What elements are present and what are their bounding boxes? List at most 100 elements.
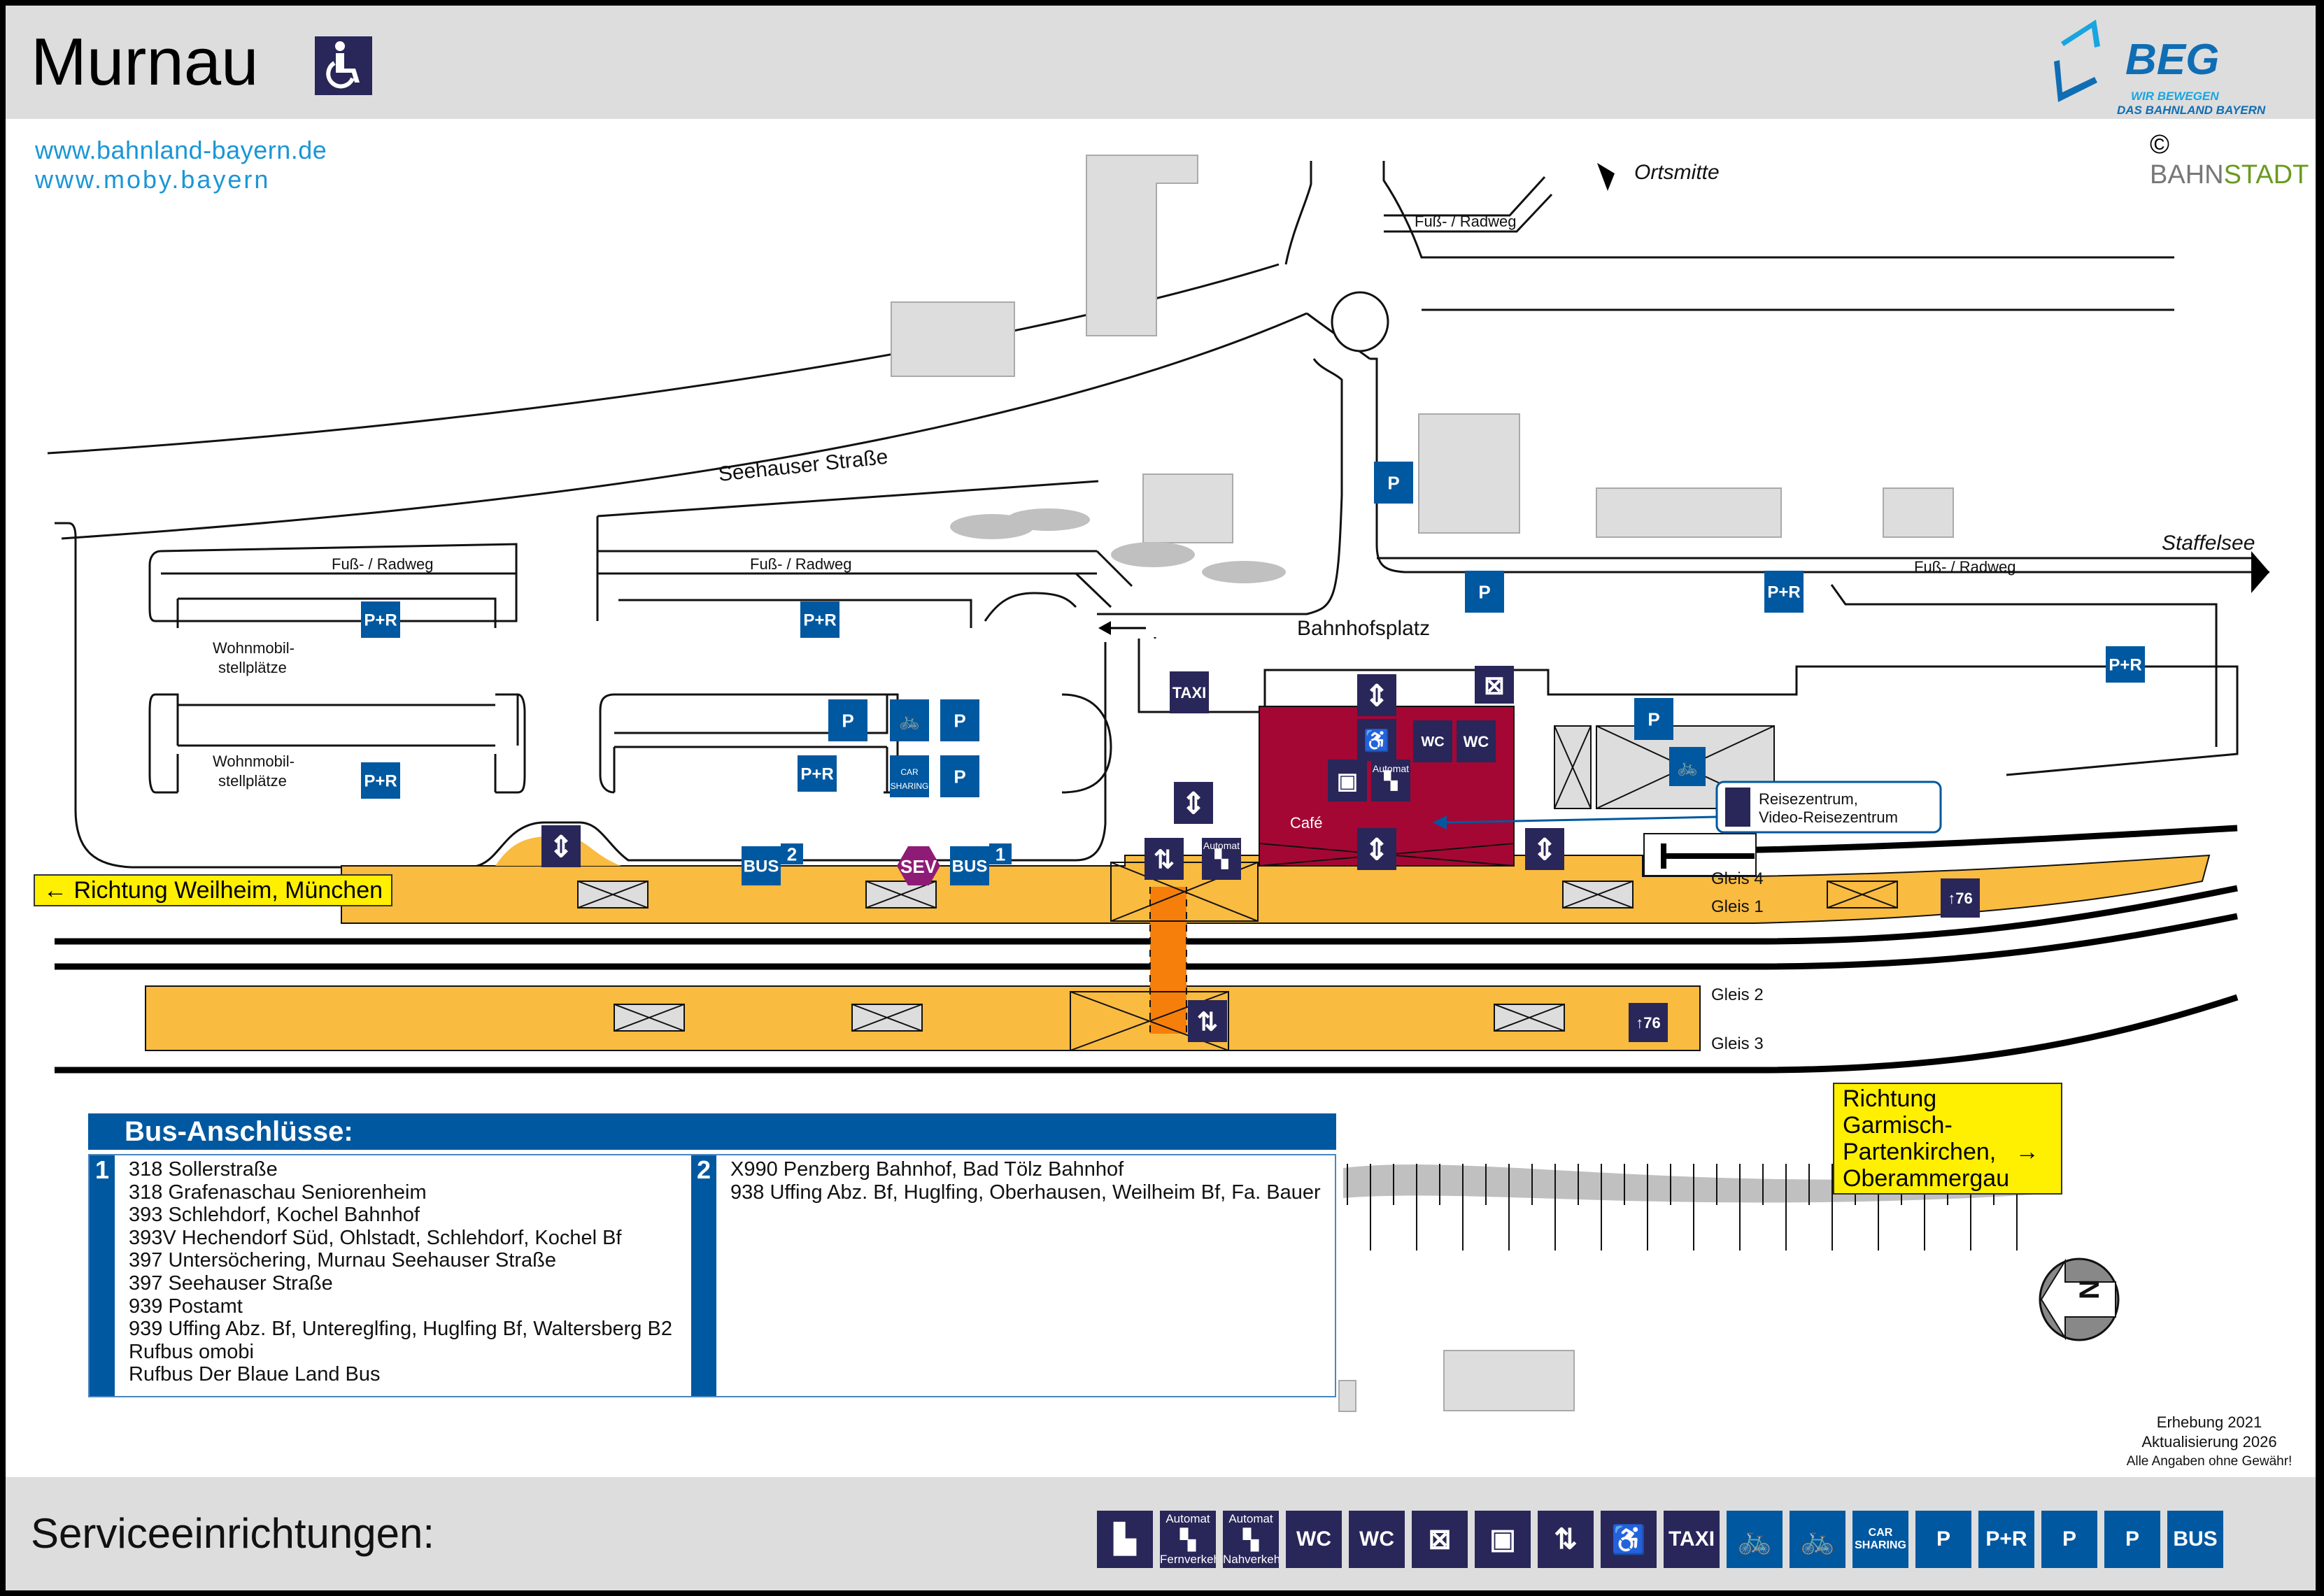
bus-line-item: 938 Uffing Abz. Bf, Huglfing, Oberhausen… [730, 1181, 1321, 1204]
park-and-ride-icon: P+R [800, 601, 839, 638]
car-sharing-label: CAR [900, 767, 919, 777]
taxi-icon: TAXI [1664, 1511, 1720, 1568]
mailbox-icon: ⊠ [1475, 666, 1514, 704]
platform-height-icon: ↑76 [1629, 1003, 1668, 1042]
bus-stop-2-icon: BUS [742, 846, 781, 885]
gleis-2-label: Gleis 2 [1711, 985, 1764, 1004]
ticket-machine-icon: ▚ [1202, 838, 1241, 880]
bus-line-item: 393 Schlehdorf, Kochel Bahnhof [129, 1204, 420, 1227]
link-bahnland-bayern[interactable]: www.bahnland-bayern.de [35, 136, 327, 164]
bus-line-item: Rufbus Der Blaue Land Bus [129, 1363, 381, 1386]
svg-text:BUS: BUS [744, 857, 779, 876]
direction-west-sign: ← Richtung Weilheim, München [34, 874, 393, 906]
motorcycle-parking-icon: P [940, 699, 979, 741]
bus-icon: BUS [2167, 1511, 2223, 1568]
header-bar: Murnau BEG WIR BEWEGEN DAS BAHNLAND BAYE… [6, 6, 2316, 119]
bus-line-item: 318 Grafenaschau Seniorenheim [129, 1181, 427, 1204]
shelter [1494, 1004, 1565, 1032]
bike-parking-covered-icon: 🚲 [1669, 747, 1706, 786]
mailbox-icon: ⊠ [1412, 1511, 1468, 1568]
reisezentrum-label: Reisezentrum, [1759, 790, 1858, 808]
automat-label: Automat [1203, 840, 1240, 851]
svg-text:↑76: ↑76 [1948, 890, 1972, 907]
reisezentrum-callout [1715, 781, 1942, 834]
svg-text:♿: ♿ [1363, 728, 1389, 753]
svg-text:P: P [954, 766, 965, 787]
ev-charging-parking-icon: P [828, 699, 867, 741]
bahnstadt-copyright: © BAHNSTADT [2150, 130, 2309, 190]
svg-text:🚲: 🚲 [1677, 758, 1698, 777]
underpass [1150, 887, 1186, 1034]
station-map-frame: Murnau BEG WIR BEWEGEN DAS BAHNLAND BAYE… [6, 6, 2316, 1590]
gleis-1-label: Gleis 1 [1711, 897, 1764, 916]
fussradweg-label-3: Fuß- / Radweg [1415, 213, 1517, 230]
direction-east-line1: Richtung Garmisch-Partenkirchen, [1843, 1085, 1997, 1165]
road-outlines [47, 161, 2269, 869]
bike-parking-icon: 🚲 [890, 699, 929, 741]
bus-stop-2-number: 2 [781, 843, 803, 864]
shelter [1562, 881, 1634, 909]
car-sharing-icon: CAR SHARING [1852, 1511, 1908, 1568]
staffelsee-arrow-icon [2251, 551, 2269, 593]
update-year: Aktualisierung 2026 [2141, 1433, 2277, 1451]
stairs-icon: ⇕ [1525, 828, 1564, 870]
service-legend-title: Serviceeinrichtungen: [31, 1510, 435, 1557]
stairs-icon: ⇕ [1357, 674, 1396, 716]
svg-text:P+R: P+R [800, 765, 833, 784]
svg-text:⇕: ⇕ [1532, 833, 1557, 866]
ortsmitte-label: Ortsmitte [1634, 161, 1720, 184]
fussradweg-label-2: Fuß- / Radweg [750, 555, 852, 573]
bus-connections-title: Bus-Anschlüsse: [88, 1113, 1336, 1150]
automat-label: Automat [1373, 763, 1409, 774]
beg-tagline-1: WIR BEWEGEN [2131, 90, 2219, 103]
svg-text:BUS: BUS [952, 857, 988, 876]
svg-text:P+R: P+R [364, 611, 397, 630]
svg-text:SEV: SEV [900, 856, 937, 877]
svg-text:P: P [954, 710, 965, 731]
mobility-service-icon: ♿ [1357, 719, 1396, 761]
direction-arrows [1098, 163, 2269, 829]
north-compass: N [2039, 1257, 2120, 1341]
luggage-locker-icon: ▣ [1328, 760, 1367, 801]
wohnmobil-label-2b: stellplätze [218, 772, 287, 790]
wohnmobil-label-1b: stellplätze [218, 659, 287, 676]
link-moby-bayern[interactable]: www.moby.bayern [35, 165, 271, 194]
service-legend: ▙AutomatFernverkehr▚AutomatNahverkehr▚WC… [1097, 1511, 2223, 1568]
roundabout-island [1331, 291, 1389, 352]
svg-text:⇕: ⇕ [548, 830, 573, 863]
bus-line-item: 939 Uffing Abz. Bf, Untereglfing, Huglfi… [129, 1318, 672, 1341]
elevator-icon: ⇅ [1145, 838, 1184, 880]
buildings [891, 155, 1954, 1412]
bus-line-item: 939 Postamt [129, 1295, 243, 1318]
svg-text:WC: WC [1421, 734, 1444, 750]
svg-text:P+R: P+R [1767, 583, 1800, 602]
taxi-icon: TAXI [1170, 671, 1209, 713]
shelter [865, 881, 937, 909]
svg-text:↑76: ↑76 [1636, 1014, 1660, 1032]
ticket-office-icon [1725, 788, 1750, 827]
park-and-ride-icon: P+R [1764, 571, 1804, 613]
wheelchair-icon [315, 36, 372, 95]
reisezentrum-pointer-icon [1433, 815, 1447, 829]
cafe-label: Café [1290, 814, 1322, 832]
bus-line-item: X990 Penzberg Bahnhof, Bad Tölz Bahnhof [730, 1158, 1124, 1181]
bahnhofsplatz-label: Bahnhofsplatz [1297, 617, 1430, 640]
bike-parking-icon: 🚲 [1790, 1511, 1845, 1568]
mobility-service-icon: ♿ [1601, 1511, 1657, 1568]
svg-text:⇕: ⇕ [1364, 833, 1389, 866]
beg-logo-icon [2054, 20, 2100, 102]
svg-text:▣: ▣ [1337, 769, 1358, 794]
elevator-icon: ⇅ [1538, 1511, 1594, 1568]
car-sharing-icon [890, 755, 929, 797]
direction-east-line2: Oberammergau [1843, 1165, 2010, 1192]
disabled-parking-icon: P [940, 755, 979, 797]
compass-n-label: N [2074, 1279, 2105, 1299]
video-reisezentrum-label: Video-Reisezentrum [1759, 808, 1898, 826]
short-term-parking-icon: P [1634, 698, 1673, 740]
disclaimer: Alle Angaben ohne Gewähr! [2126, 1454, 2293, 1469]
gleis-4-label: Gleis 4 [1711, 869, 1764, 888]
